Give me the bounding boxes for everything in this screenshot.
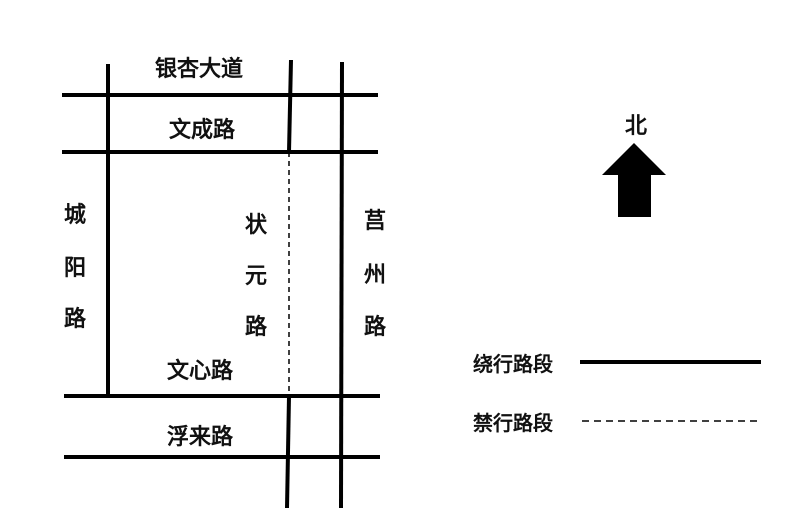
road-label-chengyang-2: 阳 [64,256,86,281]
road-label-zhuangyuan-3: 路 [245,314,268,340]
road-label-chengyang-1: 城 [64,202,86,228]
legend-closed-label: 禁行路段 [473,411,553,435]
road-label-zhuangyuan-1: 状 [245,213,268,238]
road-line-juzhou [339,61,344,509]
legend-detour-label: 绕行路段 [473,352,553,376]
road-line-zhuangyuan-north [287,59,293,153]
road-line-zhuangyuan-south [285,395,291,509]
north-arrow-icon [602,143,666,217]
road-label-yinxing: 银杏大道 [155,56,243,82]
north-label: 北 [625,114,647,139]
road-label-juzhou-1: 莒 [364,209,386,234]
road-label-chengyang-3: 路 [64,306,87,332]
road-label-juzhou-3: 路 [364,314,387,340]
road-label-wencheng: 文成路 [169,117,236,143]
road-label-fulai: 浮来路 [167,424,234,450]
road-label-wenxin: 文心路 [167,358,234,384]
road-label-zhuangyuan-2: 元 [245,264,267,289]
road-label-juzhou-2: 州 [364,263,386,288]
